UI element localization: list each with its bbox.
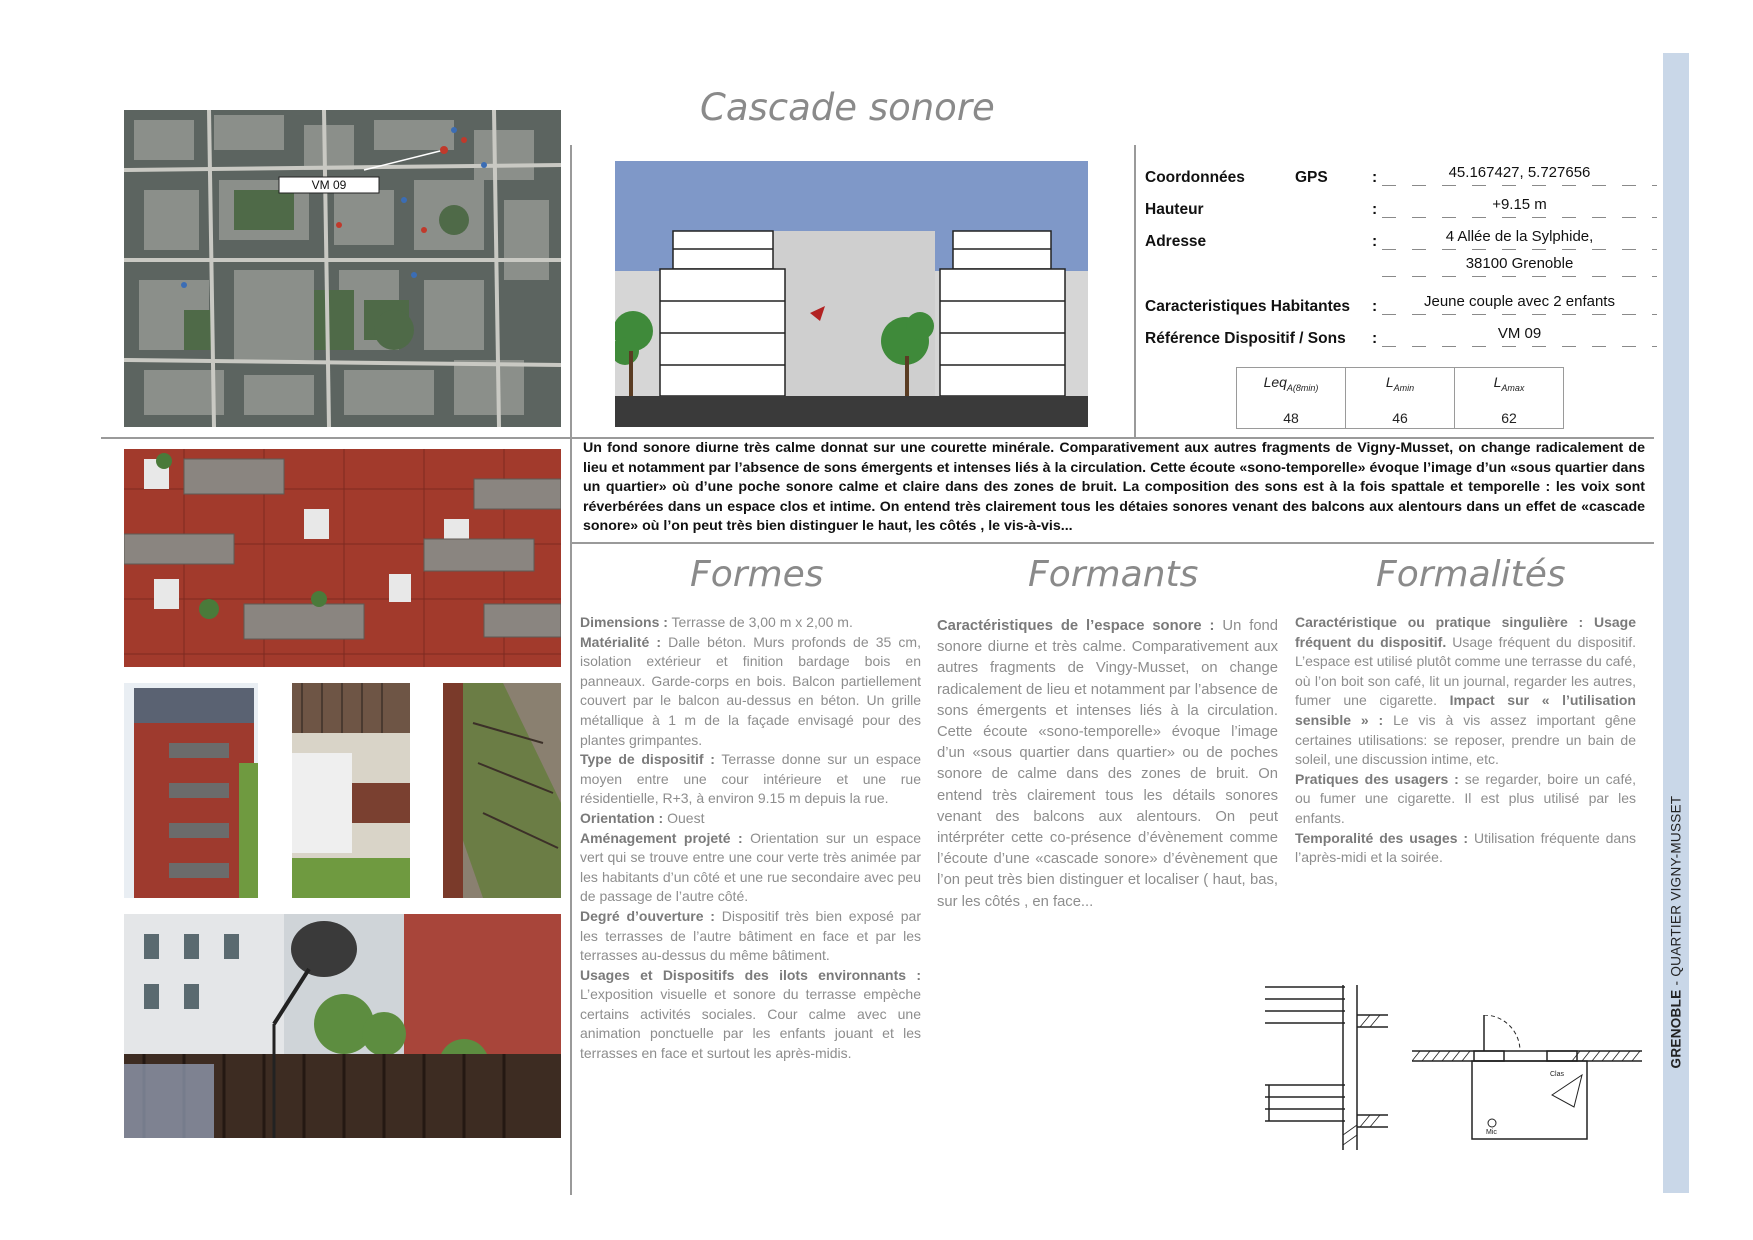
label-reference: Référence Dispositif / Sons — [1145, 330, 1346, 347]
formalites-label: Impact sur « l’utilisation sensible » : — [1295, 692, 1636, 728]
formants-text: Un fond sonore diurne et très calme. Com… — [937, 618, 1279, 910]
formalites-text: Le vis à vis assez important gêne certai… — [1295, 711, 1636, 768]
dashed-line — [1382, 314, 1657, 315]
balcony-photo-1 — [292, 683, 410, 898]
level-name: L — [1385, 374, 1394, 390]
formalites-text: se regarder, boire un café, ou fumer une… — [1295, 770, 1637, 826]
column-title-formalites: Formalités — [1376, 554, 1566, 595]
colon: : — [1372, 330, 1378, 347]
formes-label: Usages et Dispositifs des ilots environn… — [580, 966, 921, 983]
formalites-label: Pratiques des usagers : — [1295, 770, 1459, 787]
divider-horizontal-mid — [570, 542, 1654, 544]
section-drawing — [615, 161, 1088, 427]
dashed-line — [1382, 346, 1657, 347]
level-header: LAmin — [1346, 374, 1454, 393]
value-address-line2: 38100 Grenoble — [1465, 255, 1574, 272]
colon: : — [1372, 201, 1378, 218]
level-cell-lamax: LAmax 62 — [1454, 367, 1564, 429]
column-title-formes: Formes — [690, 554, 824, 595]
formes-label: Aménagement projeté : — [580, 829, 743, 846]
microphone-photo — [124, 914, 561, 1138]
level-value: 62 — [1501, 410, 1517, 426]
value-height: +9.15 m — [1492, 196, 1547, 213]
side-label-district: - QUARTIER VIGNY-MUSSET — [1668, 795, 1684, 990]
level-subscript: Amin — [1393, 382, 1415, 393]
side-band — [1663, 53, 1689, 1193]
balcony-section-sketch — [1265, 985, 1388, 1150]
sound-levels-table: LeqA(8min) 48 LAmin 46 LAmax 62 — [1236, 367, 1564, 429]
divider-horizontal-top — [101, 437, 1654, 439]
formes-label: Degré d’ouverture : — [580, 907, 715, 924]
divider-vertical-info — [1134, 145, 1136, 437]
dashed-line — [1382, 249, 1657, 250]
formants-label: Caractéristiques de l’espace sonore : — [937, 618, 1215, 634]
label-coordinates: Coordonnées — [1145, 169, 1245, 186]
balcony-photo-2 — [443, 683, 561, 898]
level-value: 46 — [1392, 410, 1408, 426]
formes-text: Ouest — [663, 809, 705, 826]
value-reference: VM 09 — [1497, 325, 1542, 342]
level-cell-leq: LeqA(8min) 48 — [1236, 367, 1346, 429]
column-formants: Caractéristiques de l’espace sonore : Un… — [937, 616, 1278, 913]
dashed-line — [1382, 185, 1657, 186]
level-cell-lamin: LAmin 46 — [1345, 367, 1455, 429]
level-header: LAmax — [1455, 374, 1563, 393]
formes-label: Dimensions : — [580, 614, 668, 630]
level-subscript: A(8min) — [1286, 382, 1319, 393]
balcony-plan-sketch: Clas Mic — [1412, 1015, 1642, 1143]
column-title-formants: Formants — [1028, 554, 1199, 595]
dashed-line — [1382, 276, 1657, 277]
summary-paragraph: Un fond sonore diurne très calme donnat … — [583, 440, 1645, 535]
formes-text: Dalle béton. Murs profonds de 35 cm, iso… — [580, 633, 921, 748]
formes-text: Terrasse donne sur un espace moyen entre… — [580, 751, 921, 807]
level-name: L — [1493, 374, 1502, 390]
label-address: Adresse — [1145, 233, 1207, 250]
map-label: VM 09 — [311, 178, 347, 192]
formes-text: L’exposition visuelle et sonore du terra… — [580, 986, 921, 1062]
side-label: GRENOBLE - QUARTIER VIGNY-MUSSET — [1669, 796, 1684, 1069]
facade-photo — [124, 449, 561, 667]
value-address-line1: 4 Allée de la Sylphide, — [1445, 228, 1594, 245]
colon: : — [1372, 233, 1378, 250]
column-formalites: Caractéristique ou pratique singulière :… — [1295, 613, 1636, 868]
formes-label: Orientation : — [580, 809, 664, 826]
dashed-line — [1382, 217, 1657, 218]
formes-text: Terrasse de 3,00 m x 2,00 m. — [667, 614, 853, 630]
formes-text: Dispositif très bien exposé par les terr… — [580, 907, 921, 964]
plan-label: Mic — [1486, 1129, 1497, 1136]
formes-label: Type de dispositif : — [580, 751, 715, 768]
formalites-text: Utilisation fréquente dans l’après-midi … — [1295, 829, 1637, 866]
value-gps: 45.167427, 5.727656 — [1448, 164, 1591, 181]
level-subscript: Amax — [1501, 382, 1525, 393]
formalites-label: Caractéristique ou pratique singulière :… — [1295, 614, 1636, 650]
label-height: Hauteur — [1145, 201, 1204, 218]
divider-vertical-left — [570, 145, 572, 1195]
level-header: LeqA(8min) — [1237, 374, 1345, 393]
colon: : — [1372, 298, 1378, 315]
value-inhabitants: Jeune couple avec 2 enfants — [1424, 293, 1615, 310]
colon: : — [1372, 169, 1378, 186]
formes-text: Orientation sur un espace vert qui se tr… — [580, 829, 921, 905]
column-formes: Dimensions : Terrasse de 3,00 m x 2,00 m… — [580, 613, 921, 1064]
page-title: Cascade sonore — [700, 86, 995, 129]
aerial-map: VM 09 — [124, 110, 561, 427]
label-inhabitants: Caracteristiques Habitantes — [1145, 298, 1351, 315]
formalites-label: Temporalité des usages : — [1295, 829, 1469, 846]
formes-label: Matérialité : — [580, 633, 662, 650]
formalites-text: Usage fréquent du dispositif. L’espace e… — [1295, 633, 1636, 709]
label-gps: GPS — [1295, 169, 1328, 186]
building-photo — [124, 683, 258, 898]
level-name: Leq — [1263, 374, 1287, 390]
side-label-city: GRENOBLE — [1668, 989, 1684, 1069]
plan-label: Clas — [1550, 1071, 1565, 1078]
level-value: 48 — [1283, 410, 1299, 426]
